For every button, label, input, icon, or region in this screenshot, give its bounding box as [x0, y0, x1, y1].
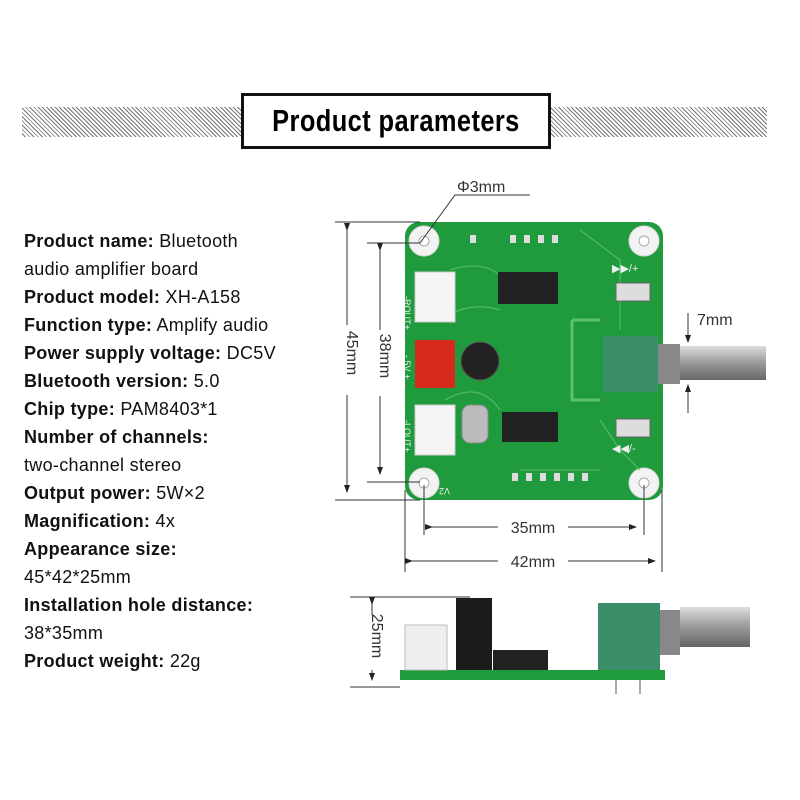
lout-label: -LOUT+ — [402, 420, 412, 452]
spec-line: Power supply voltage: DC5V — [24, 343, 276, 364]
spec-label: Bluetooth version: — [24, 371, 189, 391]
power-label: - 5V + — [402, 355, 412, 379]
spec-line: Magnification: 4x — [24, 511, 175, 532]
spec-label: Output power: — [24, 483, 151, 503]
spec-line: Product name: Bluetooth — [24, 231, 238, 252]
spec-value: XH-A158 — [165, 287, 241, 307]
spec-line: Product model: XH-A158 — [24, 287, 241, 308]
spec-value: Bluetooth — [159, 231, 238, 251]
rout-connector — [414, 271, 456, 323]
spec-line: Output power: 5W×2 — [24, 483, 205, 504]
spec-value: 5W×2 — [156, 483, 205, 503]
spec-label: Appearance size: — [24, 539, 177, 559]
spec-value: audio amplifier board — [24, 259, 199, 279]
spec-label: Function type: — [24, 315, 153, 335]
spec-value: 5.0 — [193, 371, 220, 391]
spec-line: Installation hole distance: — [24, 595, 253, 616]
spec-value: 45*42*25mm — [24, 567, 132, 587]
crystal — [461, 404, 489, 444]
spec-label: Chip type: — [24, 399, 115, 419]
power-connector — [415, 340, 455, 388]
spec-label: Product weight: — [24, 651, 165, 671]
prev-label: ◀◀/- — [612, 443, 636, 455]
spec-label: Magnification: — [24, 511, 151, 531]
lout-connector — [414, 404, 456, 456]
spec-line: Function type: Amplify audio — [24, 315, 268, 336]
potentiometer — [603, 336, 658, 392]
spec-value: Amplify audio — [156, 315, 269, 335]
hole-diameter-label: Φ3mm — [457, 179, 505, 196]
spec-label: Number of channels: — [24, 427, 209, 447]
spec-label: Product name: — [24, 231, 154, 251]
spec-line: Chip type: PAM8403*1 — [24, 399, 218, 420]
chip-pam8403 — [502, 412, 558, 442]
spec-line: audio amplifier board — [24, 259, 198, 280]
width-outer-label: 42mm — [511, 554, 555, 571]
spec-label: Installation hole distance: — [24, 595, 254, 615]
spec-value: 4x — [155, 511, 176, 531]
spec-line: Number of channels: — [24, 427, 209, 448]
hatch-decoration-left — [22, 107, 242, 137]
rout-label: -ROUT+ — [402, 296, 412, 330]
hatch-decoration-right — [551, 107, 767, 137]
title-box: Product parameters — [241, 93, 551, 149]
spec-label: Product model: — [24, 287, 161, 307]
width-holes-label: 35mm — [511, 520, 555, 537]
spec-value: 22g — [169, 651, 201, 671]
next-label: ▶▶/+ — [612, 263, 638, 275]
board-side-view — [400, 598, 750, 694]
spec-value: 38*35mm — [24, 623, 104, 643]
next-button — [615, 282, 651, 302]
height-outer-label: 45mm — [343, 331, 360, 375]
capacitor — [460, 341, 500, 381]
page-title: Product parameters — [272, 103, 520, 138]
spec-line: Appearance size: — [24, 539, 177, 560]
spec-line: two-channel stereo — [24, 455, 182, 476]
spec-value: two-channel stereo — [24, 455, 182, 475]
spec-label: Power supply voltage: — [24, 343, 222, 363]
thickness-label: 25mm — [368, 614, 385, 658]
spec-line: 38*35mm — [24, 623, 103, 644]
spec-line: 45*42*25mm — [24, 567, 131, 588]
version-label: V2 — [439, 486, 450, 496]
spec-value: PAM8403*1 — [120, 399, 218, 419]
height-holes-label: 38mm — [376, 334, 393, 378]
spec-value: DC5V — [226, 343, 276, 363]
shaft-diameter-label: 7mm — [697, 312, 733, 329]
prev-button — [615, 418, 651, 438]
spec-line: Bluetooth version: 5.0 — [24, 371, 220, 392]
potentiometer-shaft — [680, 346, 766, 380]
spec-line: Product weight: 22g — [24, 651, 201, 672]
chip-upper — [498, 272, 558, 304]
